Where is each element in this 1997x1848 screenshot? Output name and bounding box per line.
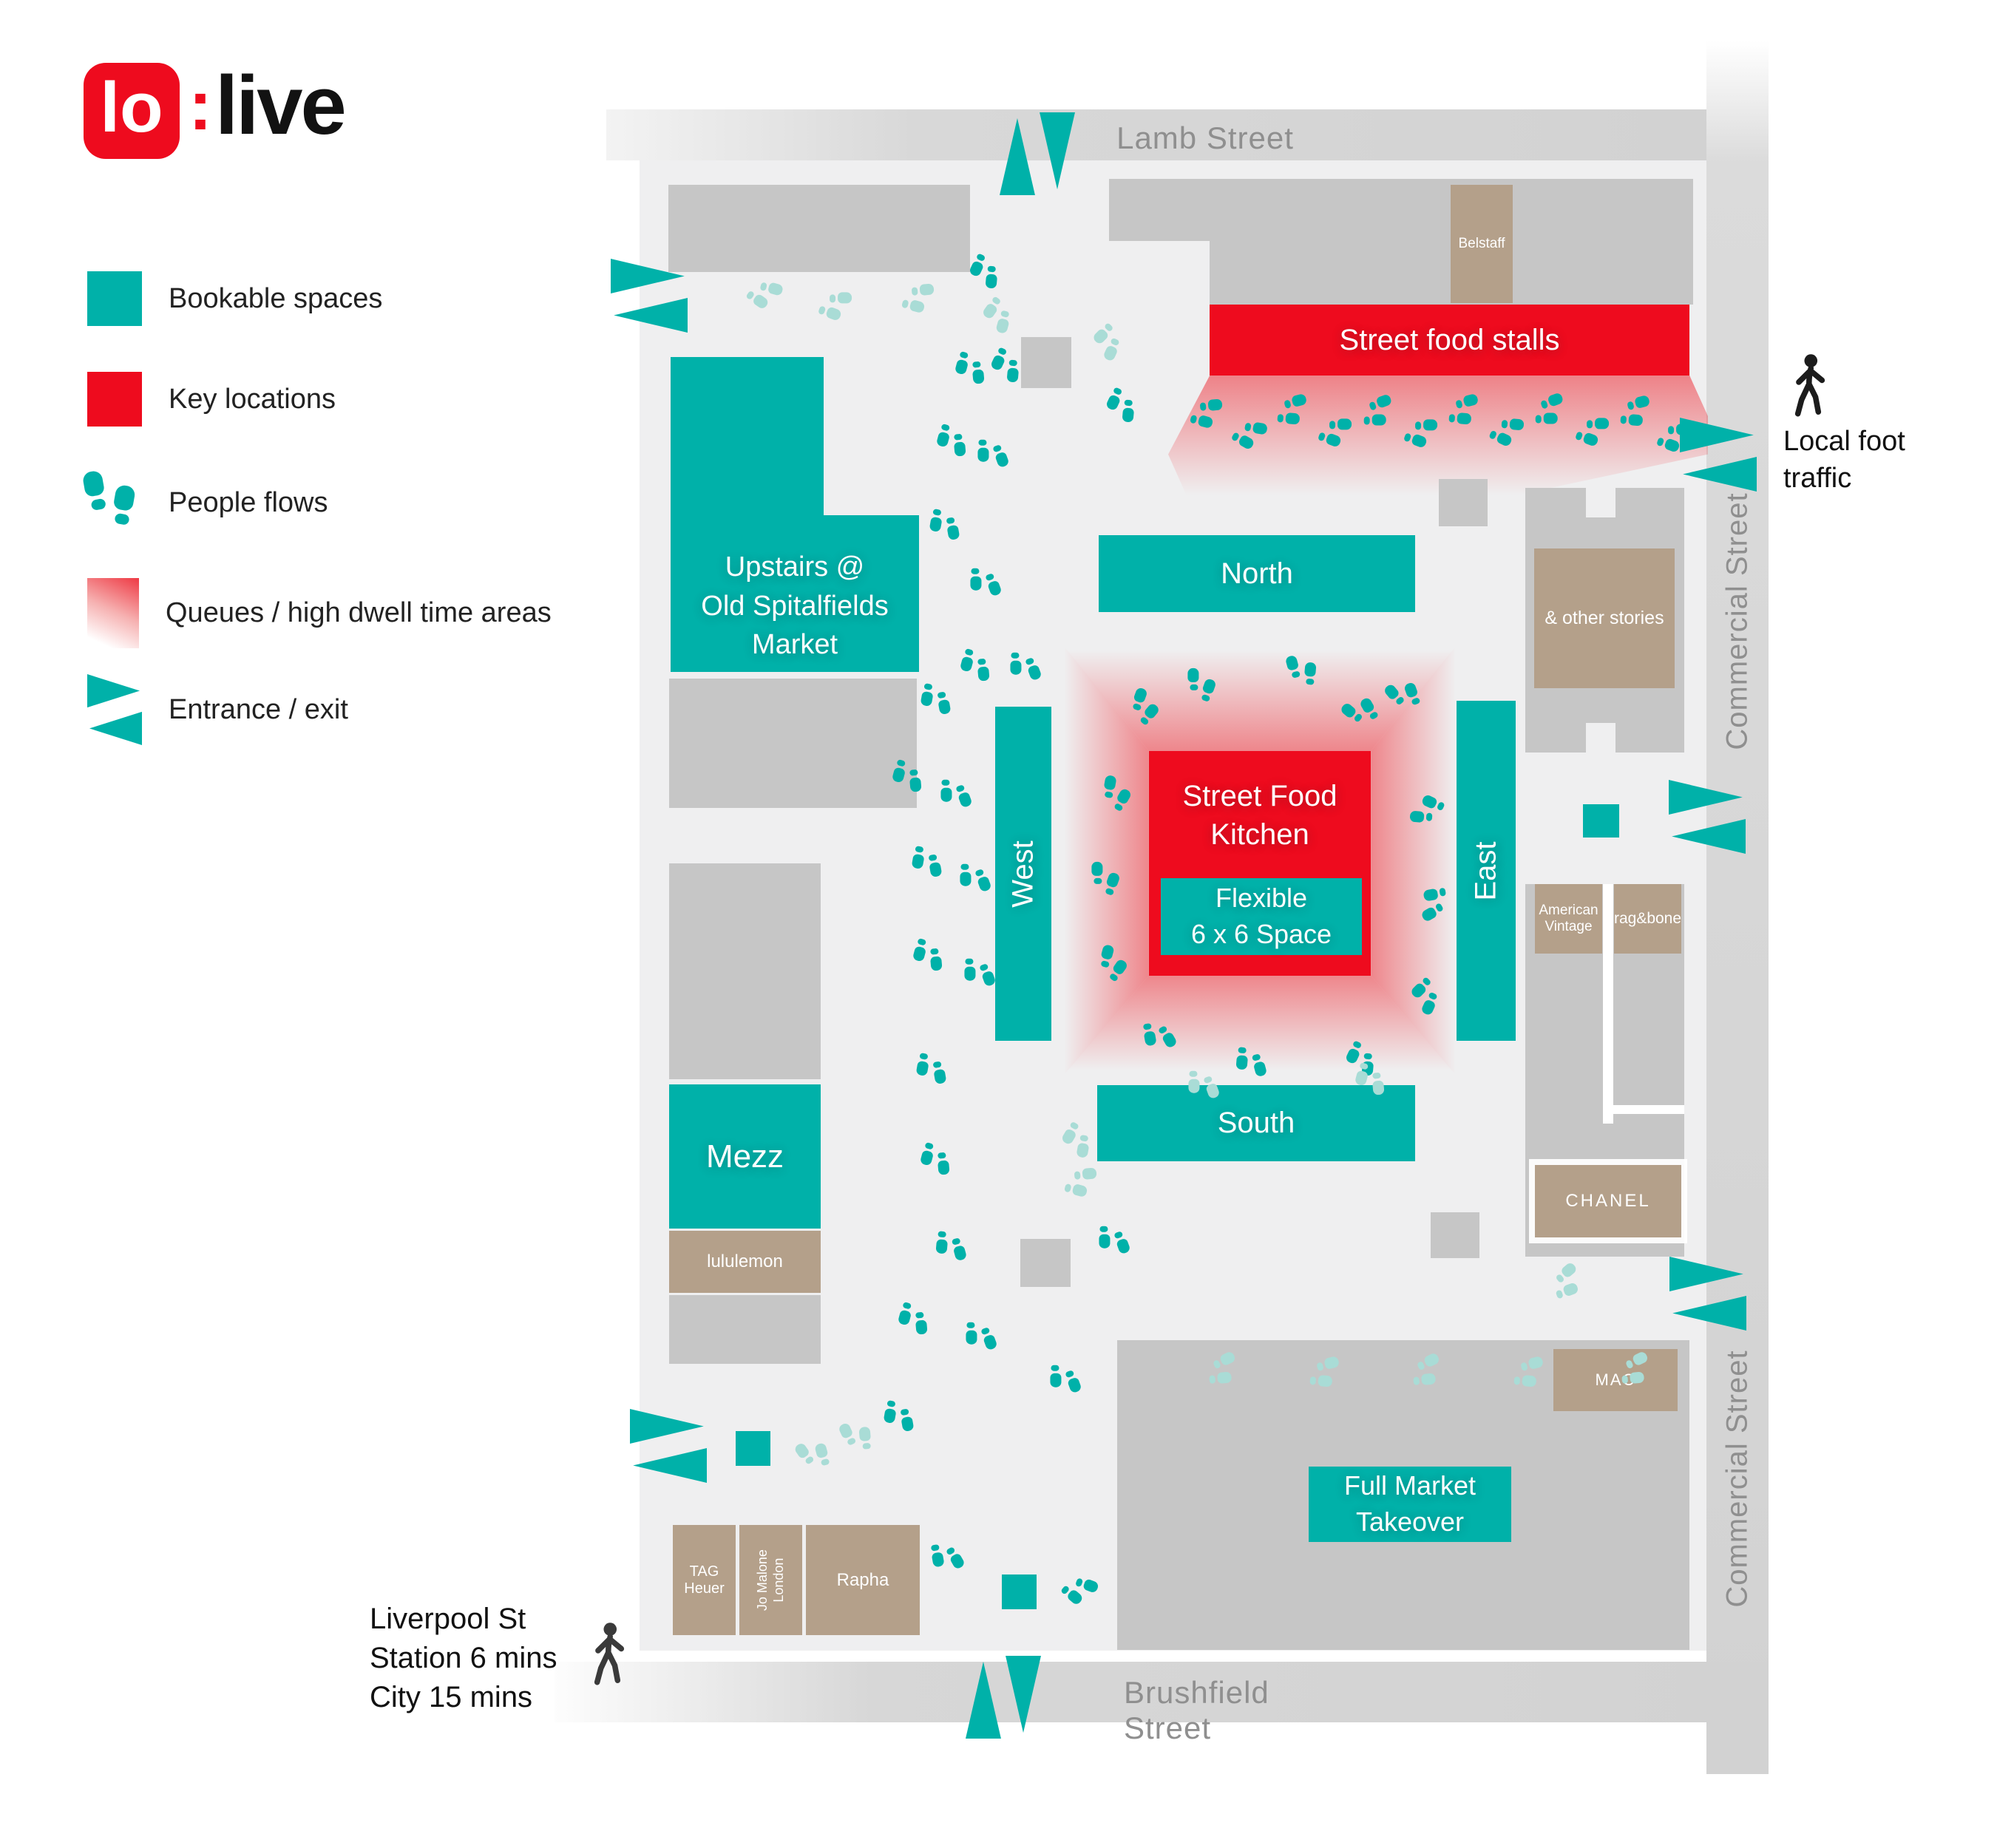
entrance-exit-icon <box>1669 780 1746 854</box>
building-notch <box>1109 241 1210 305</box>
key-location-swatch <box>87 372 142 427</box>
bookable-mini-space <box>1583 804 1619 838</box>
legend-item-entrance: Entrance / exit <box>87 674 348 745</box>
legend-label: Key locations <box>169 383 336 415</box>
zone-full-market-takeover <box>1309 1467 1511 1542</box>
building <box>669 863 821 1079</box>
building-divider <box>1603 884 1613 1124</box>
brushfield-street-band <box>555 1662 1769 1722</box>
shop-tag-heuer: TAG Heuer <box>673 1525 736 1635</box>
legend-label: People flows <box>169 486 328 518</box>
lamb-street-band <box>606 109 1706 160</box>
zone-east: East <box>1457 701 1516 1041</box>
building <box>668 185 970 272</box>
zone-flexible-6x6 <box>1161 878 1362 955</box>
bookable-mini-space <box>736 1431 770 1466</box>
local-foot-traffic-note: Local foot traffic <box>1783 426 1905 495</box>
zone-west: West <box>995 707 1051 1041</box>
building <box>669 679 917 808</box>
shop-mac: MAC <box>1553 1349 1678 1411</box>
legend-label: Entrance / exit <box>169 693 348 725</box>
shop-chanel: CHANEL <box>1535 1165 1681 1237</box>
walking-person-icon <box>1789 353 1831 418</box>
zone-upstairs <box>671 357 824 672</box>
shop-rapha: Rapha <box>806 1525 920 1635</box>
zone-upstairs <box>824 515 919 672</box>
entrance-exit-icon <box>87 674 142 745</box>
legend-item-bookable: Bookable spaces <box>87 271 382 326</box>
transit-note: Liverpool St Station 6 mins City 15 mins <box>370 1603 557 1713</box>
zone-upstairs-label: Upstairs @ Old Spitalfields Market <box>701 551 889 661</box>
queue-dwell-area-kitchen <box>1060 642 1459 1079</box>
zone-north: North <box>1099 535 1415 612</box>
logo-word: live <box>214 59 347 152</box>
building-notch <box>1586 488 1615 517</box>
entrance-exit-icon <box>1669 1257 1746 1331</box>
logo-mark: lo <box>84 62 180 159</box>
zone-full-market-takeover-label: Full Market Takeover <box>1343 1470 1476 1537</box>
shop-jo-malone: Jo Malone London <box>739 1525 802 1635</box>
entrance-exit-icon <box>966 1656 1041 1739</box>
logo-colon: : <box>189 65 212 145</box>
building <box>1020 1239 1071 1287</box>
legend-item-queues: Queues / high dwell time areas <box>87 578 552 648</box>
shop-american-vintage: American Vintage <box>1535 884 1602 954</box>
bookable-mini-space <box>1002 1574 1037 1609</box>
legend-label: Bookable spaces <box>169 282 383 314</box>
building-notch <box>1586 723 1615 753</box>
entrance-exit-icon <box>1680 418 1757 492</box>
building-divider <box>1603 1105 1684 1114</box>
key-location-street-food-stalls: Street food stalls <box>1210 305 1689 376</box>
shop-other-stories: & other stories <box>1534 548 1675 688</box>
building <box>1021 337 1071 388</box>
zone-mezz: Mezz <box>669 1084 821 1229</box>
entrance-exit-icon <box>630 1409 707 1483</box>
shop-rag-bone: rag&bone <box>1614 884 1681 954</box>
commercial-street-band <box>1706 41 1769 1774</box>
entrance-exit-icon <box>1000 112 1075 195</box>
legend-item-key-locations: Key locations <box>87 372 336 427</box>
building <box>1431 1212 1479 1258</box>
legend-item-people-flows: People flows <box>87 469 328 537</box>
brushfield-street-label: Brushfield Street <box>1124 1675 1269 1745</box>
walking-person-icon <box>589 1622 630 1687</box>
shop-lululemon: lululemon <box>669 1231 821 1293</box>
zone-south: South <box>1097 1085 1415 1161</box>
entrance-exit-icon <box>611 259 688 333</box>
street-food-kitchen-label: Street Food Kitchen <box>1182 780 1337 851</box>
shop-belstaff: Belstaff <box>1451 185 1513 303</box>
lamb-street-label: Lamb Street <box>1116 120 1294 155</box>
bookable-swatch <box>87 271 142 326</box>
queue-gradient-swatch <box>87 578 139 648</box>
building <box>669 1295 821 1364</box>
zone-flexible-6x6-label: Flexible 6 x 6 Space <box>1190 883 1332 949</box>
legend-label: Queues / high dwell time areas <box>166 597 552 628</box>
lolive-logo: lo : live <box>84 58 347 163</box>
building <box>1439 479 1488 526</box>
